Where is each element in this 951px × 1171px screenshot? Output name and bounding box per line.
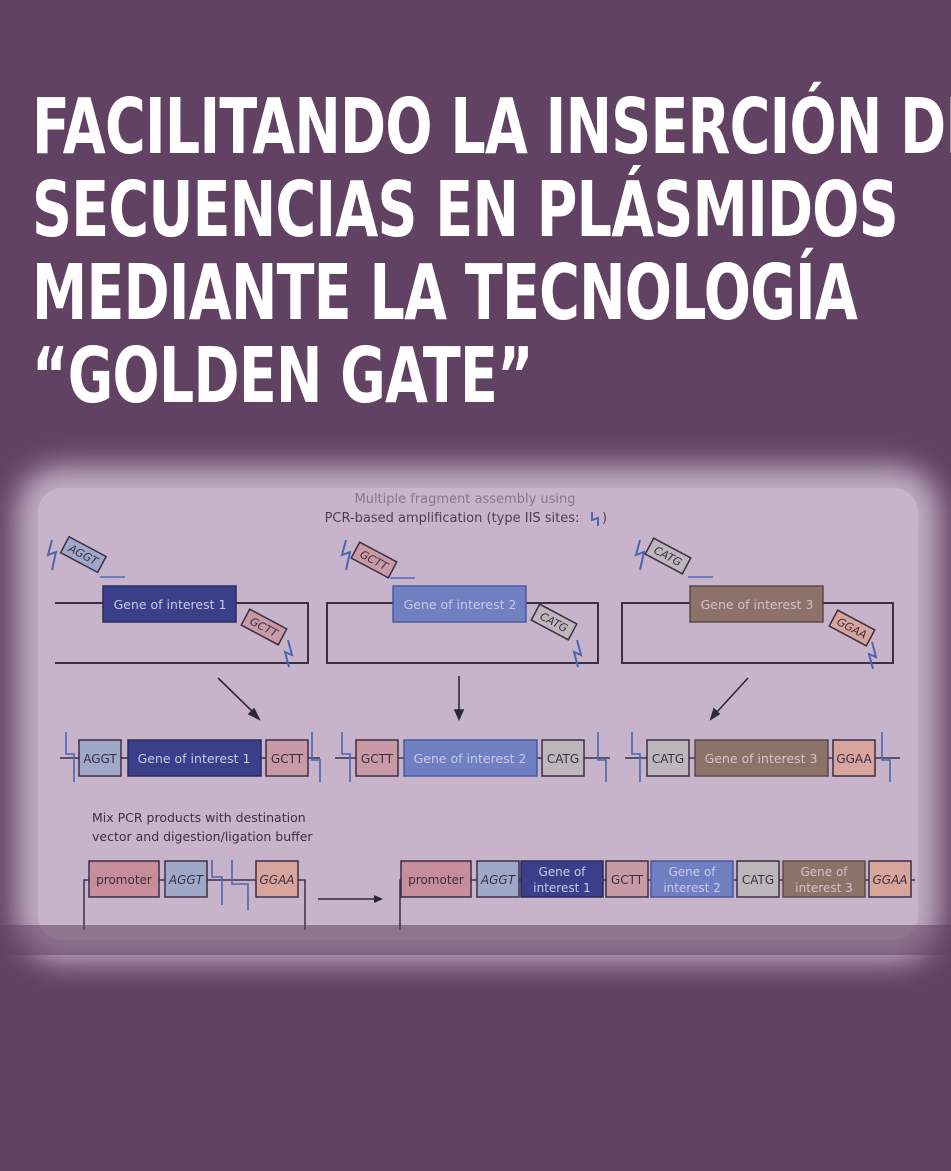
assembled-gene2-line1: Gene of — [668, 865, 716, 879]
pcr-product-3: CATG Gene of interest 3 GGAA — [625, 732, 900, 782]
plasmid-3-gene-box — [689, 585, 824, 623]
assembled-gene3-line1: Gene of — [800, 865, 848, 879]
assembly-arrow — [318, 895, 383, 903]
assembled-construct: promoter AGGT Gene of interest 1 GCTT Ge… — [399, 860, 915, 930]
typeiis-site-icon — [591, 512, 599, 526]
figure-bottom-fade — [0, 925, 951, 955]
pcr-1-gene-label: Gene of interest 1 — [138, 751, 251, 766]
pcr-product-2: GCTT Gene of interest 2 CATG — [335, 732, 610, 782]
vector-left-site: AGGT — [168, 873, 205, 887]
mix-text-line1: Mix PCR products with destination — [92, 810, 306, 825]
assembled-gene1-line2: interest 1 — [533, 881, 591, 895]
figure-caption-line2: PCR-based amplification (type IIS sites: — [325, 511, 580, 526]
assembled-catg: CATG — [742, 873, 774, 887]
vector-right-site: GGAA — [259, 873, 294, 887]
vector-promoter: promoter — [96, 873, 152, 887]
pcr-3-left-site: CATG — [652, 752, 684, 766]
assembled-gene3-line2: interest 3 — [795, 881, 853, 895]
assembled-gene1-line1: Gene of — [538, 865, 586, 879]
pcr-2-right-site: CATG — [547, 752, 579, 766]
plasmid-1-gene-label: Gene of interest 1 — [114, 597, 227, 612]
pcr-1-left-site: AGGT — [83, 752, 117, 766]
figure-caption-line1: Multiple fragment assembly using — [354, 492, 575, 507]
assembled-ggaa: GGAA — [872, 873, 907, 887]
mix-text-line2: vector and digestion/ligation buffer — [92, 829, 313, 844]
assembled-gene2-line2: interest 2 — [663, 881, 721, 895]
destination-vector: promoter AGGT GGAA — [83, 860, 306, 930]
plasmid-2-gene-box — [392, 585, 527, 623]
plasmid-2: GCTT Gene of interest 2 CATG — [326, 539, 599, 668]
pcr-3-gene-label: Gene of interest 3 — [705, 751, 818, 766]
plasmid-1-gene-box — [102, 585, 237, 623]
pcr-3-right-site: GGAA — [836, 752, 872, 766]
plasmid-3: CATG Gene of interest 3 GGAA — [621, 537, 894, 670]
pcr-2-left-site: GCTT — [361, 752, 394, 766]
plasmid-1: AGGT Gene of interest 1 GCTT — [46, 535, 309, 668]
title-line-4: “GOLDEN GATE” — [32, 332, 534, 421]
pcr-arrows — [217, 676, 749, 721]
assembled-promoter: promoter — [408, 873, 464, 887]
assembled-aggt: AGGT — [480, 873, 517, 887]
pcr-2-gene-label: Gene of interest 2 — [414, 751, 527, 766]
caption-close-paren: ) — [602, 511, 607, 526]
pcr-product-1: AGGT Gene of interest 1 GCTT — [60, 732, 321, 782]
assembled-gctt: GCTT — [611, 873, 644, 887]
pcr-1-right-site: GCTT — [271, 752, 304, 766]
plasmid-2-gene-label: Gene of interest 2 — [404, 597, 517, 612]
plasmid-3-gene-label: Gene of interest 3 — [701, 597, 814, 612]
